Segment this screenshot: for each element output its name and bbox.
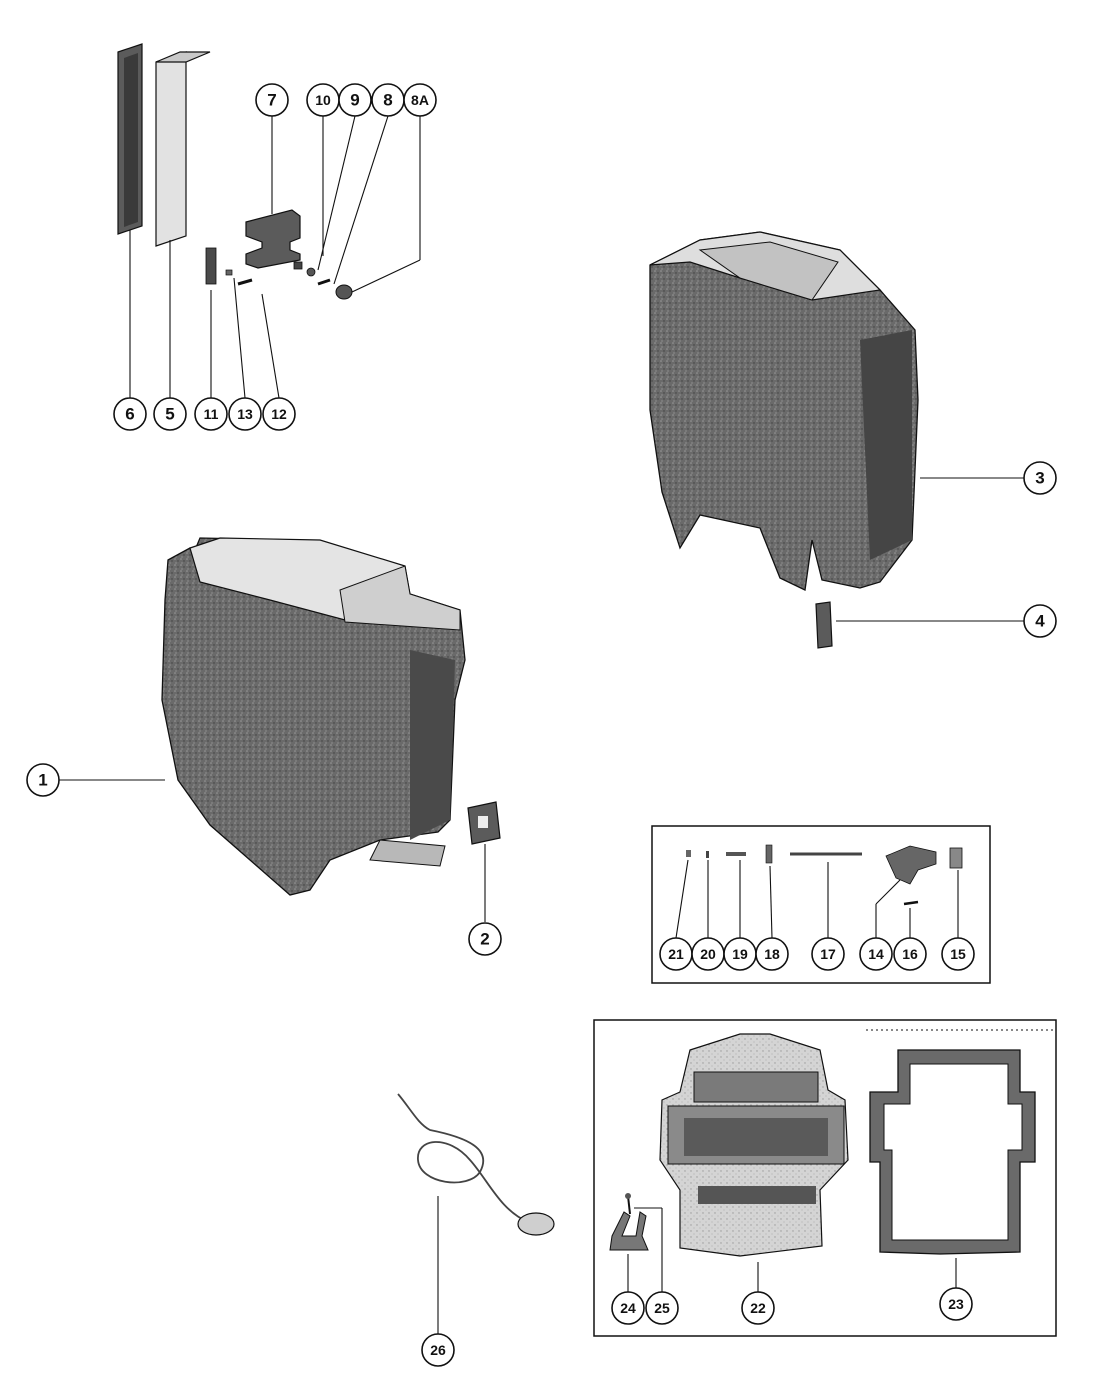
callout-2: 2 [468, 922, 502, 956]
parts-8-9-10-fasteners [293, 261, 353, 300]
part-21-clip [686, 850, 691, 857]
part-14-latch [885, 845, 937, 885]
callout-8a: 8A [403, 83, 437, 117]
part-3-rear-cowl [649, 231, 919, 591]
part-26-tether-cord [397, 1093, 555, 1236]
svg-text:25: 25 [654, 1300, 670, 1316]
callout-23: 23 [939, 1287, 973, 1321]
parts-11-12-13-fasteners [205, 247, 253, 286]
part-25-screw [625, 1193, 631, 1215]
callout-10: 10 [306, 83, 340, 117]
part-6-seal-strip [117, 43, 143, 235]
callout-15: 15 [941, 937, 975, 971]
part-22-lower-cover [659, 1033, 849, 1257]
callout-16: 16 [893, 937, 927, 971]
callout-21: 21 [659, 937, 693, 971]
callout-24: 24 [611, 1291, 645, 1325]
callout-25: 25 [645, 1291, 679, 1325]
small-parts-box [651, 825, 991, 984]
part-7-latch-bracket [245, 209, 301, 269]
part-8a-cap [335, 284, 353, 300]
svg-text:11: 11 [204, 406, 219, 422]
svg-text:17: 17 [820, 946, 836, 962]
svg-text:13: 13 [237, 406, 253, 422]
callout-11: 11 [194, 397, 228, 431]
callout-26: 26 [421, 1333, 455, 1367]
part-9-washer [306, 267, 316, 277]
callout-4: 4 [1023, 604, 1057, 638]
svg-text:14: 14 [868, 946, 884, 962]
callout-3: 3 [1023, 461, 1057, 495]
svg-text:22: 22 [750, 1300, 766, 1316]
callout-22: 22 [741, 1291, 775, 1325]
part-4-pad [815, 601, 833, 649]
svg-text:4: 4 [1035, 612, 1045, 631]
callout-17: 17 [811, 937, 845, 971]
svg-text:18: 18 [764, 946, 780, 962]
leader-lines [59, 115, 1024, 1334]
part-10-nut [293, 261, 303, 270]
callout-7: 7 [255, 83, 289, 117]
cover-gasket-box [593, 1019, 1057, 1337]
part-15-keeper [949, 847, 963, 869]
part-12-screw [237, 278, 253, 286]
callout-14: 14 [859, 937, 893, 971]
svg-text:8A: 8A [411, 92, 429, 108]
part-11-pad [205, 247, 217, 285]
part-5-angle-seal [155, 51, 211, 247]
callout-9: 9 [338, 83, 372, 117]
callout-1: 1 [26, 763, 60, 797]
part-8-screw [317, 278, 331, 286]
callout-13: 13 [228, 397, 262, 431]
callout-12: 12 [262, 397, 296, 431]
svg-text:8: 8 [383, 91, 392, 110]
svg-text:20: 20 [700, 946, 716, 962]
part-24-bracket [609, 1211, 649, 1251]
svg-text:5: 5 [165, 405, 174, 424]
part-2-bumper-pad [467, 801, 501, 845]
svg-text:19: 19 [732, 946, 748, 962]
svg-text:3: 3 [1035, 469, 1044, 488]
svg-text:16: 16 [902, 946, 918, 962]
callout-8: 8 [371, 83, 405, 117]
svg-text:2: 2 [480, 930, 489, 949]
part-18-sleeve [765, 844, 773, 864]
svg-text:23: 23 [948, 1296, 964, 1312]
callout-5: 5 [153, 397, 187, 431]
svg-text:26: 26 [430, 1342, 446, 1358]
callout-18: 18 [755, 937, 789, 971]
part-13-washer [225, 269, 233, 276]
svg-text:10: 10 [315, 92, 331, 108]
svg-text:15: 15 [950, 946, 966, 962]
part-20-pin [706, 851, 709, 858]
svg-text:7: 7 [267, 91, 276, 110]
svg-text:21: 21 [668, 946, 684, 962]
svg-text:6: 6 [125, 405, 134, 424]
svg-text:12: 12 [271, 406, 287, 422]
svg-text:1: 1 [38, 771, 47, 790]
part-23-gasket [869, 1049, 1036, 1255]
part-16-screw [903, 900, 919, 906]
callout-20: 20 [691, 937, 725, 971]
callout-19: 19 [723, 937, 757, 971]
small-parts-group [686, 844, 963, 906]
part-1-front-cowl [161, 537, 466, 896]
svg-text:9: 9 [350, 91, 359, 110]
part-19-bar [726, 852, 746, 856]
svg-text:24: 24 [620, 1300, 636, 1316]
callout-6: 6 [113, 397, 147, 431]
